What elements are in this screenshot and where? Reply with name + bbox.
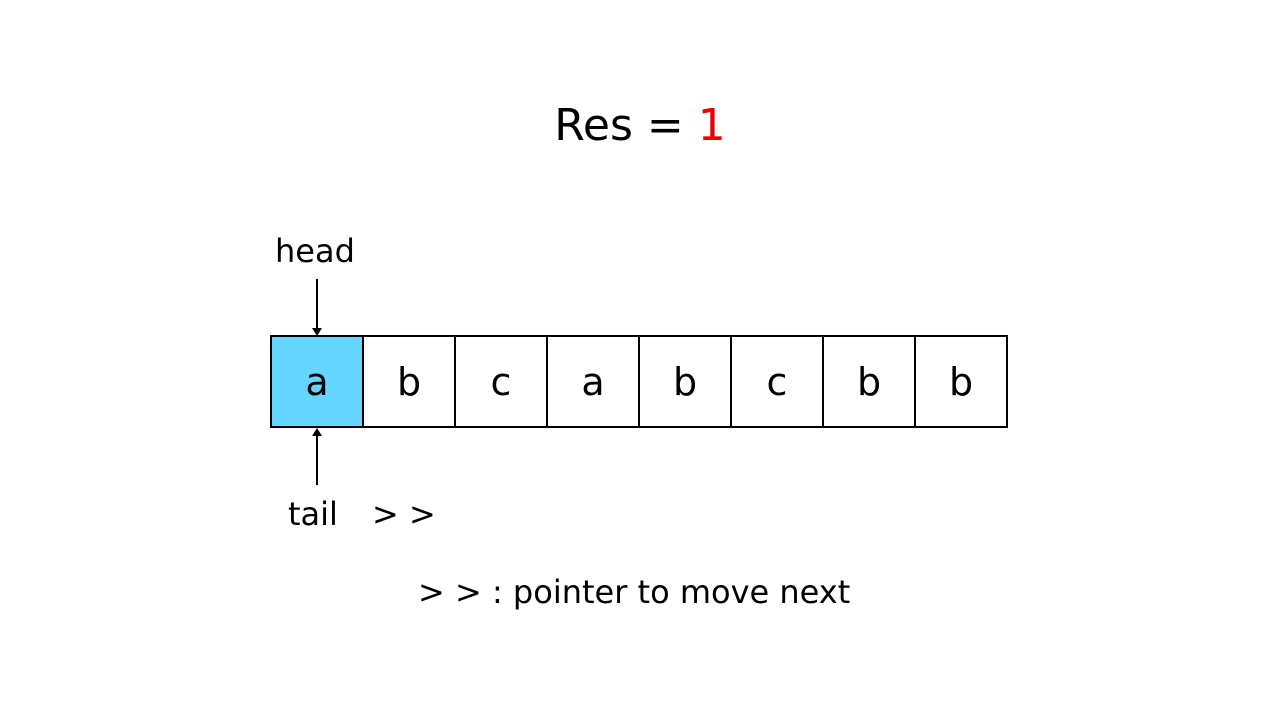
result-label: Res =: [554, 100, 698, 151]
result-value: 1: [697, 100, 726, 151]
array-cell: b: [824, 337, 916, 426]
array-cell: b: [916, 337, 1008, 426]
array-cell: b: [364, 337, 456, 426]
head-pointer-label: head: [275, 232, 355, 270]
tail-arrow: [312, 428, 322, 485]
array-cell: a: [272, 337, 364, 426]
move-next-marker: > >: [372, 495, 436, 533]
tail-pointer-label: tail: [288, 495, 338, 533]
array-cell: c: [732, 337, 824, 426]
array-cell: c: [456, 337, 548, 426]
legend-text: > > : pointer to move next: [418, 573, 851, 611]
array-cell: a: [548, 337, 640, 426]
array-cell: b: [640, 337, 732, 426]
string-array: a b c a b c b b: [270, 335, 1008, 428]
head-arrow: [312, 279, 322, 336]
result-display: Res = 1: [0, 96, 1280, 156]
